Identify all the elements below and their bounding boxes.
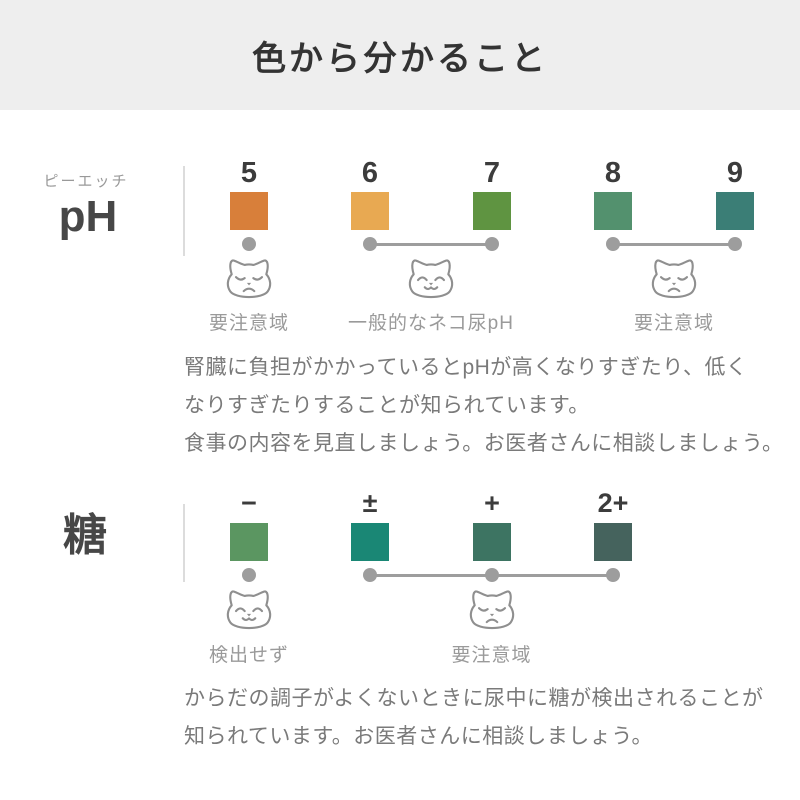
range-dot <box>485 237 499 251</box>
ph-label: pH <box>58 192 118 241</box>
cat-sad-icon <box>645 256 703 306</box>
ph-description: 腎臓に負担がかかっているとpHが高くなりすぎたり、低くなりすぎたりすることが知ら… <box>184 349 796 463</box>
swatch-value-label: 2+ <box>597 488 629 518</box>
color-swatch <box>351 523 389 561</box>
range-connector-line <box>370 243 492 246</box>
color-swatch <box>230 523 268 561</box>
color-swatch <box>716 192 754 230</box>
description-line: なりすぎたりすることが知られています。 <box>184 394 590 417</box>
cat-sad-icon <box>220 256 278 306</box>
zone-label: 検出せず <box>208 645 290 666</box>
zone-label: 一般的なネコ尿pH <box>348 313 514 334</box>
page-title: 色から分かること <box>252 40 548 78</box>
range-dot <box>606 568 620 582</box>
sugar-divider-line <box>183 504 185 582</box>
swatch-value-label: 7 <box>483 157 501 189</box>
range-dot <box>363 237 377 251</box>
color-swatch <box>473 192 511 230</box>
swatch-value-label: 6 <box>361 157 379 189</box>
range-dot <box>242 568 256 582</box>
header-band: 色から分かること <box>0 0 800 110</box>
swatch-value-label: ± <box>362 488 378 518</box>
swatch-value-label: − <box>241 488 257 518</box>
range-dot <box>728 237 742 251</box>
zone-label: 要注意域 <box>208 313 290 334</box>
swatch-value-label: + <box>484 488 500 518</box>
range-dot <box>363 568 377 582</box>
range-dot <box>242 237 256 251</box>
ph-divider-line <box>183 166 185 256</box>
swatch-value-label: 5 <box>240 157 258 189</box>
sugar-label: 糖 <box>63 511 107 560</box>
description-line: 食事の内容を見直しましょう。お医者さんに相談しましょう。 <box>184 432 784 455</box>
color-swatch <box>594 192 632 230</box>
range-dot <box>485 568 499 582</box>
ph-furigana: ピーエッチ <box>43 173 129 190</box>
range-connector-line <box>613 243 735 246</box>
swatch-value-label: 9 <box>726 157 744 189</box>
zone-label: 要注意域 <box>451 645 532 666</box>
description-line: 腎臓に負担がかかっているとpHが高くなりすぎたり、低く <box>184 356 748 379</box>
range-dot <box>606 237 620 251</box>
cat-sad-icon <box>463 587 521 637</box>
zone-label: 要注意域 <box>633 313 715 334</box>
sugar-description: からだの調子がよくないときに尿中に糖が検出されることが知られています。お医者さん… <box>184 680 796 756</box>
description-line: からだの調子がよくないときに尿中に糖が検出されることが <box>184 687 764 710</box>
description-line: 知られています。お医者さんに相談しましょう。 <box>184 725 654 748</box>
cat-happy-icon <box>402 256 460 306</box>
cat-happy-icon <box>220 587 278 637</box>
color-swatch <box>473 523 511 561</box>
swatch-value-label: 8 <box>604 157 622 189</box>
color-swatch <box>230 192 268 230</box>
color-swatch <box>351 192 389 230</box>
color-swatch <box>594 523 632 561</box>
